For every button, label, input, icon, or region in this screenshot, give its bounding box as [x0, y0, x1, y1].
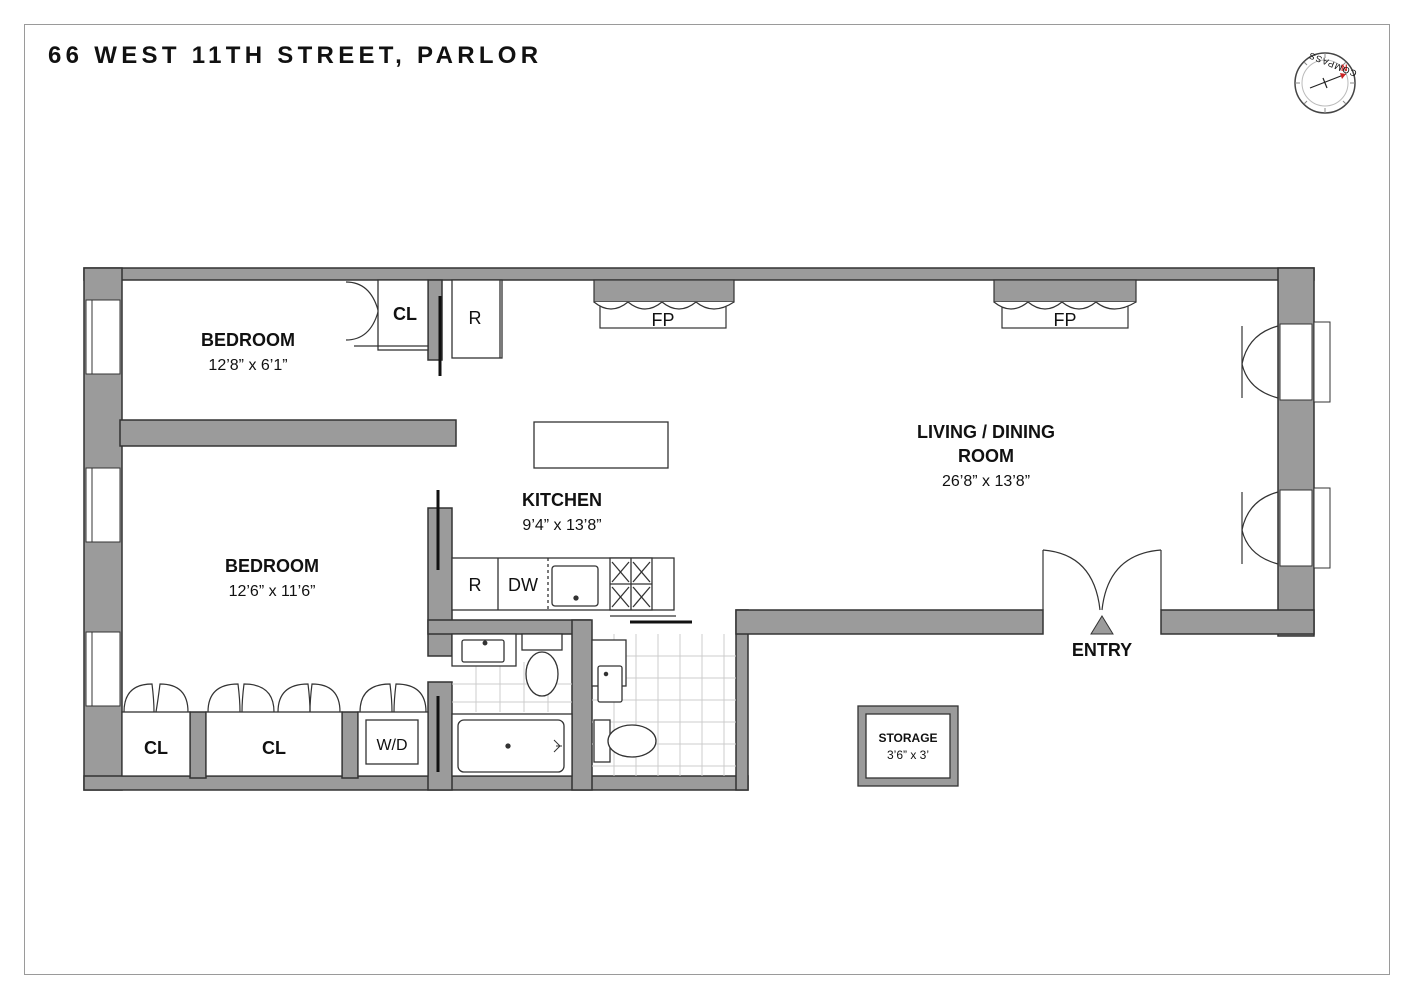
- living-dims: 26’8” x 13’8”: [942, 473, 1030, 490]
- balcony-doors: [1241, 325, 1279, 565]
- storage-dims: 3’6” x 3’: [887, 748, 929, 762]
- bath-fixtures: [451, 633, 657, 777]
- compass-north-label: N: [1341, 63, 1348, 73]
- fireplace-2: [993, 279, 1137, 329]
- fireplace-label-1: FP: [651, 310, 674, 330]
- storage-name: STORAGE: [878, 731, 937, 745]
- kitchen-dims: 9’4” x 13’8”: [522, 517, 601, 534]
- refrigerator-label-upper: R: [469, 308, 482, 328]
- entry-door: [1042, 549, 1162, 611]
- closet-doors: [123, 281, 427, 713]
- entry-label: ENTRY: [1072, 640, 1132, 660]
- fixtures: [121, 279, 676, 777]
- washer-dryer-label: W/D: [376, 737, 407, 754]
- fireplace-1: [593, 279, 735, 329]
- fireplace-label-2: FP: [1053, 310, 1076, 330]
- bedroom-2-name: BEDROOM: [225, 556, 319, 576]
- entry-arrow-icon: [1090, 615, 1114, 635]
- bedroom-1-name: BEDROOM: [201, 330, 295, 350]
- closet-label-2: CL: [262, 738, 286, 758]
- bedroom-2-dims: 12’6” x 11’6”: [229, 583, 316, 600]
- living-name-line2: ROOM: [958, 446, 1014, 466]
- closet-label-bedroom-1: CL: [393, 304, 417, 324]
- sheet-border: [24, 24, 1390, 975]
- compass-icon: N COMPASS: [1294, 50, 1358, 114]
- living-name-line1: LIVING / DINING: [917, 422, 1055, 442]
- kitchen-name: KITCHEN: [522, 490, 602, 510]
- windows: [85, 299, 1331, 707]
- storage-room: [857, 705, 959, 787]
- closet-label-1: CL: [144, 738, 168, 758]
- dishwasher-label: DW: [508, 575, 538, 595]
- pocket-doors: [436, 296, 692, 772]
- refrigerator-label-kitchen: R: [469, 575, 482, 595]
- plan-title: 66 WEST 11TH STREET, PARLOR: [48, 42, 543, 69]
- bedroom-1-dims: 12’8” x 6’1”: [208, 357, 287, 374]
